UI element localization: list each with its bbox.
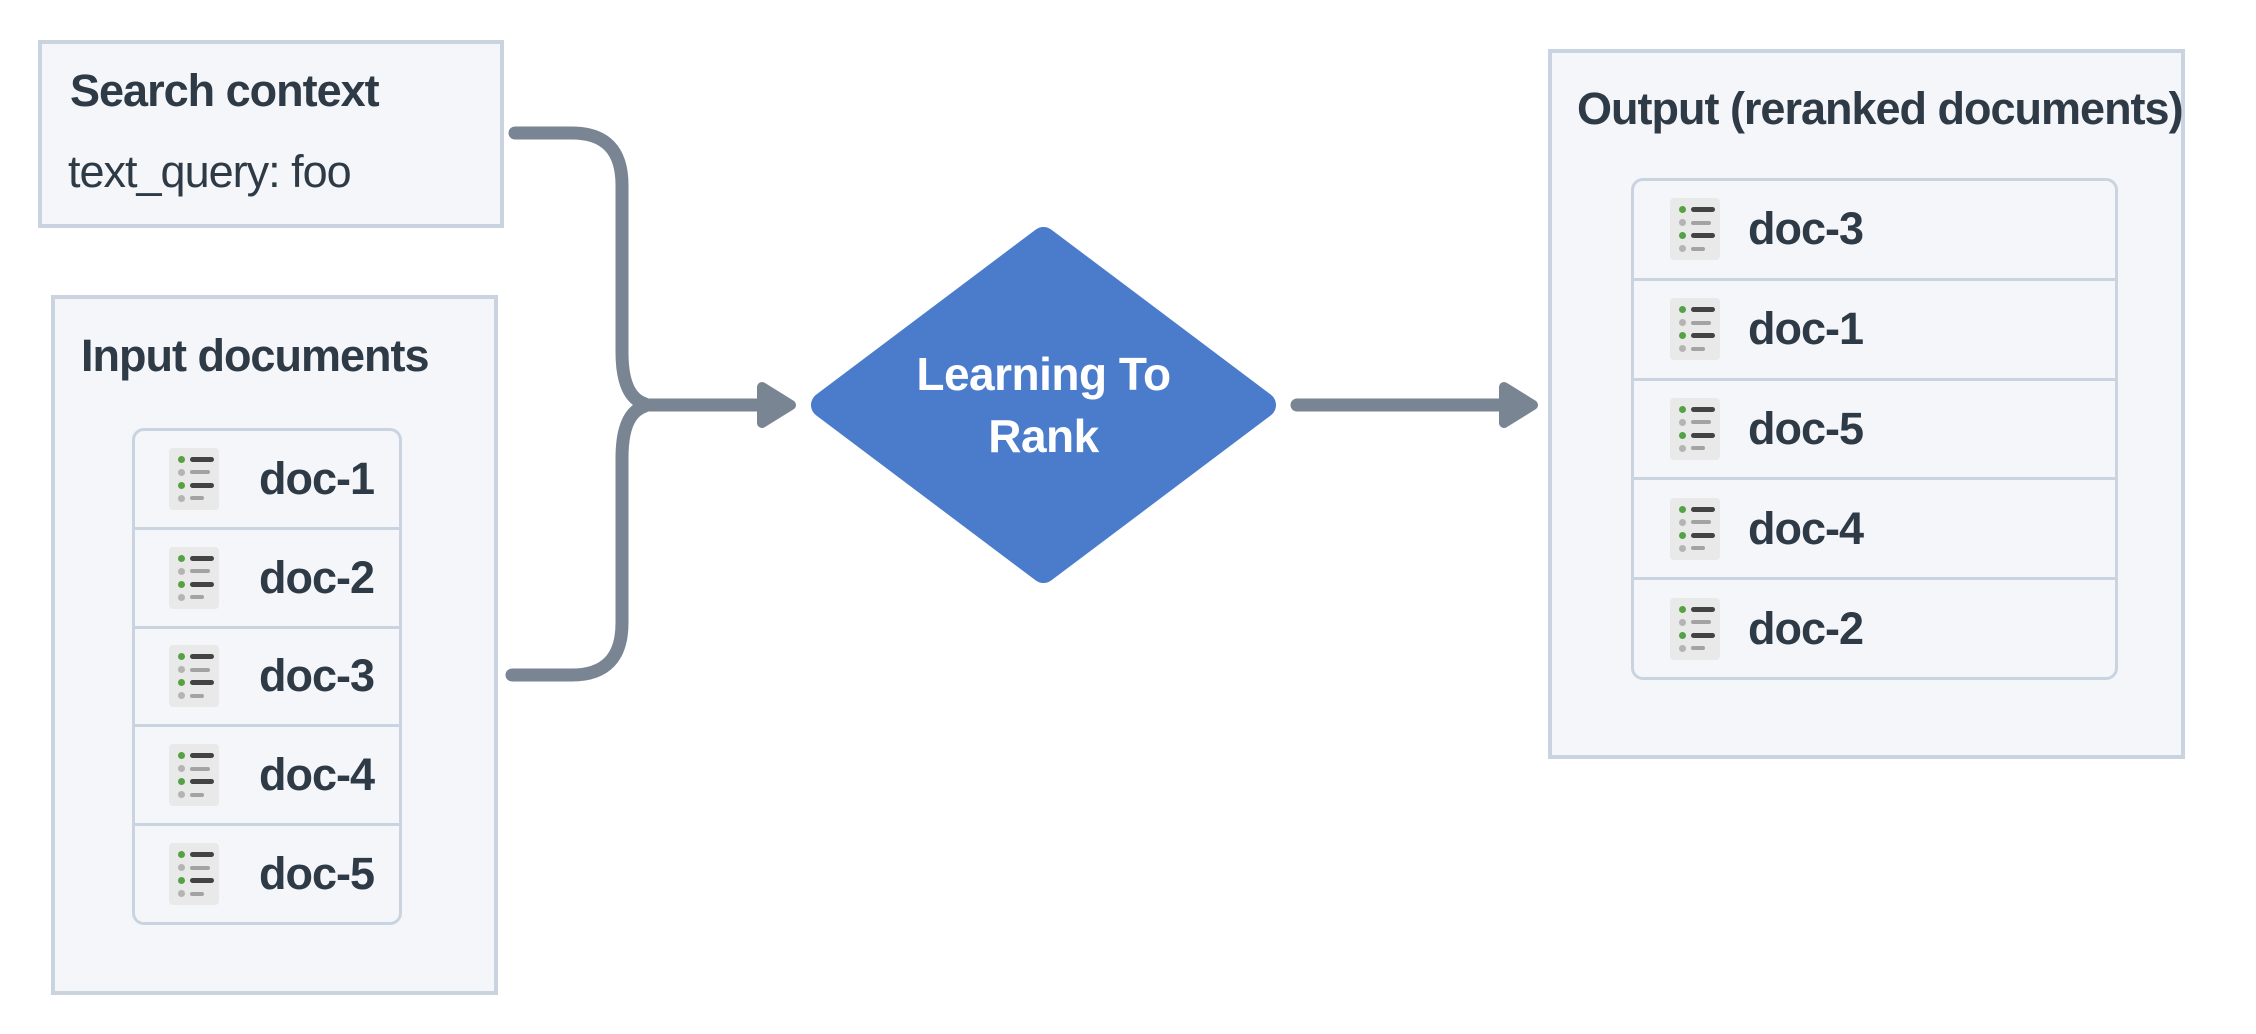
input-documents-title: Input documents: [81, 330, 429, 381]
search-context-title: Search context: [70, 65, 380, 116]
ranker-diamond-shape: [811, 227, 1276, 583]
document-label: doc-1: [259, 452, 375, 504]
bulleted-list-document-icon: [1670, 597, 1720, 660]
output-arrowhead-icon: [1499, 382, 1538, 428]
ranker-label-line-1: Learning To: [916, 348, 1171, 400]
document-label: doc-4: [259, 749, 375, 801]
bulleted-list-document-icon: [1670, 397, 1720, 460]
output-documents-list: doc-3 doc-1 doc-5 doc-4: [1631, 178, 2118, 680]
bulleted-list-document-icon: [1670, 198, 1720, 261]
merge-arrowhead-icon: [757, 382, 796, 428]
output-documents-box: Output (reranked documents) doc-3 doc-1 …: [1548, 49, 2185, 759]
ranker-label-line-2: Rank: [988, 410, 1099, 462]
document-label: doc-3: [259, 650, 375, 702]
document-label: doc-5: [1748, 402, 1864, 454]
search-context-connector-line: [508, 126, 652, 411]
bulleted-list-document-icon: [169, 645, 219, 708]
document-row: doc-2: [135, 526, 399, 626]
document-row: doc-3: [1634, 181, 2115, 278]
bulleted-list-document-icon: [1670, 298, 1720, 361]
bulleted-list-document-icon: [169, 447, 219, 510]
document-row: doc-4: [135, 724, 399, 823]
document-label: doc-3: [1748, 203, 1864, 255]
search-context-query-text: text_query: foo: [68, 146, 352, 197]
document-label: doc-5: [259, 848, 375, 900]
search-context-box: Search context text_query: foo: [38, 40, 504, 228]
bulleted-list-document-icon: [169, 546, 219, 609]
document-label: doc-4: [1748, 502, 1864, 554]
input-documents-box: Input documents doc-1 doc-2 doc-3: [51, 295, 498, 995]
document-row: doc-4: [1634, 477, 2115, 577]
bulleted-list-document-icon: [1670, 497, 1720, 560]
document-row: doc-2: [1634, 577, 2115, 677]
document-row: doc-1: [135, 431, 399, 527]
ranker-label: Learning To Rank: [810, 230, 1277, 580]
input-documents-list: doc-1 doc-2 doc-3 doc-4: [132, 428, 402, 925]
input-documents-connector-line: [505, 399, 652, 682]
document-row: doc-5: [135, 823, 399, 922]
output-documents-title: Output (reranked documents): [1577, 83, 2184, 134]
bulleted-list-document-icon: [169, 843, 219, 906]
bulleted-list-document-icon: [169, 744, 219, 807]
document-label: doc-1: [1748, 303, 1864, 355]
document-label: doc-2: [259, 551, 375, 603]
document-label: doc-2: [1748, 602, 1864, 654]
document-row: doc-5: [1634, 377, 2115, 478]
document-row: doc-3: [135, 625, 399, 725]
document-row: doc-1: [1634, 277, 2115, 378]
